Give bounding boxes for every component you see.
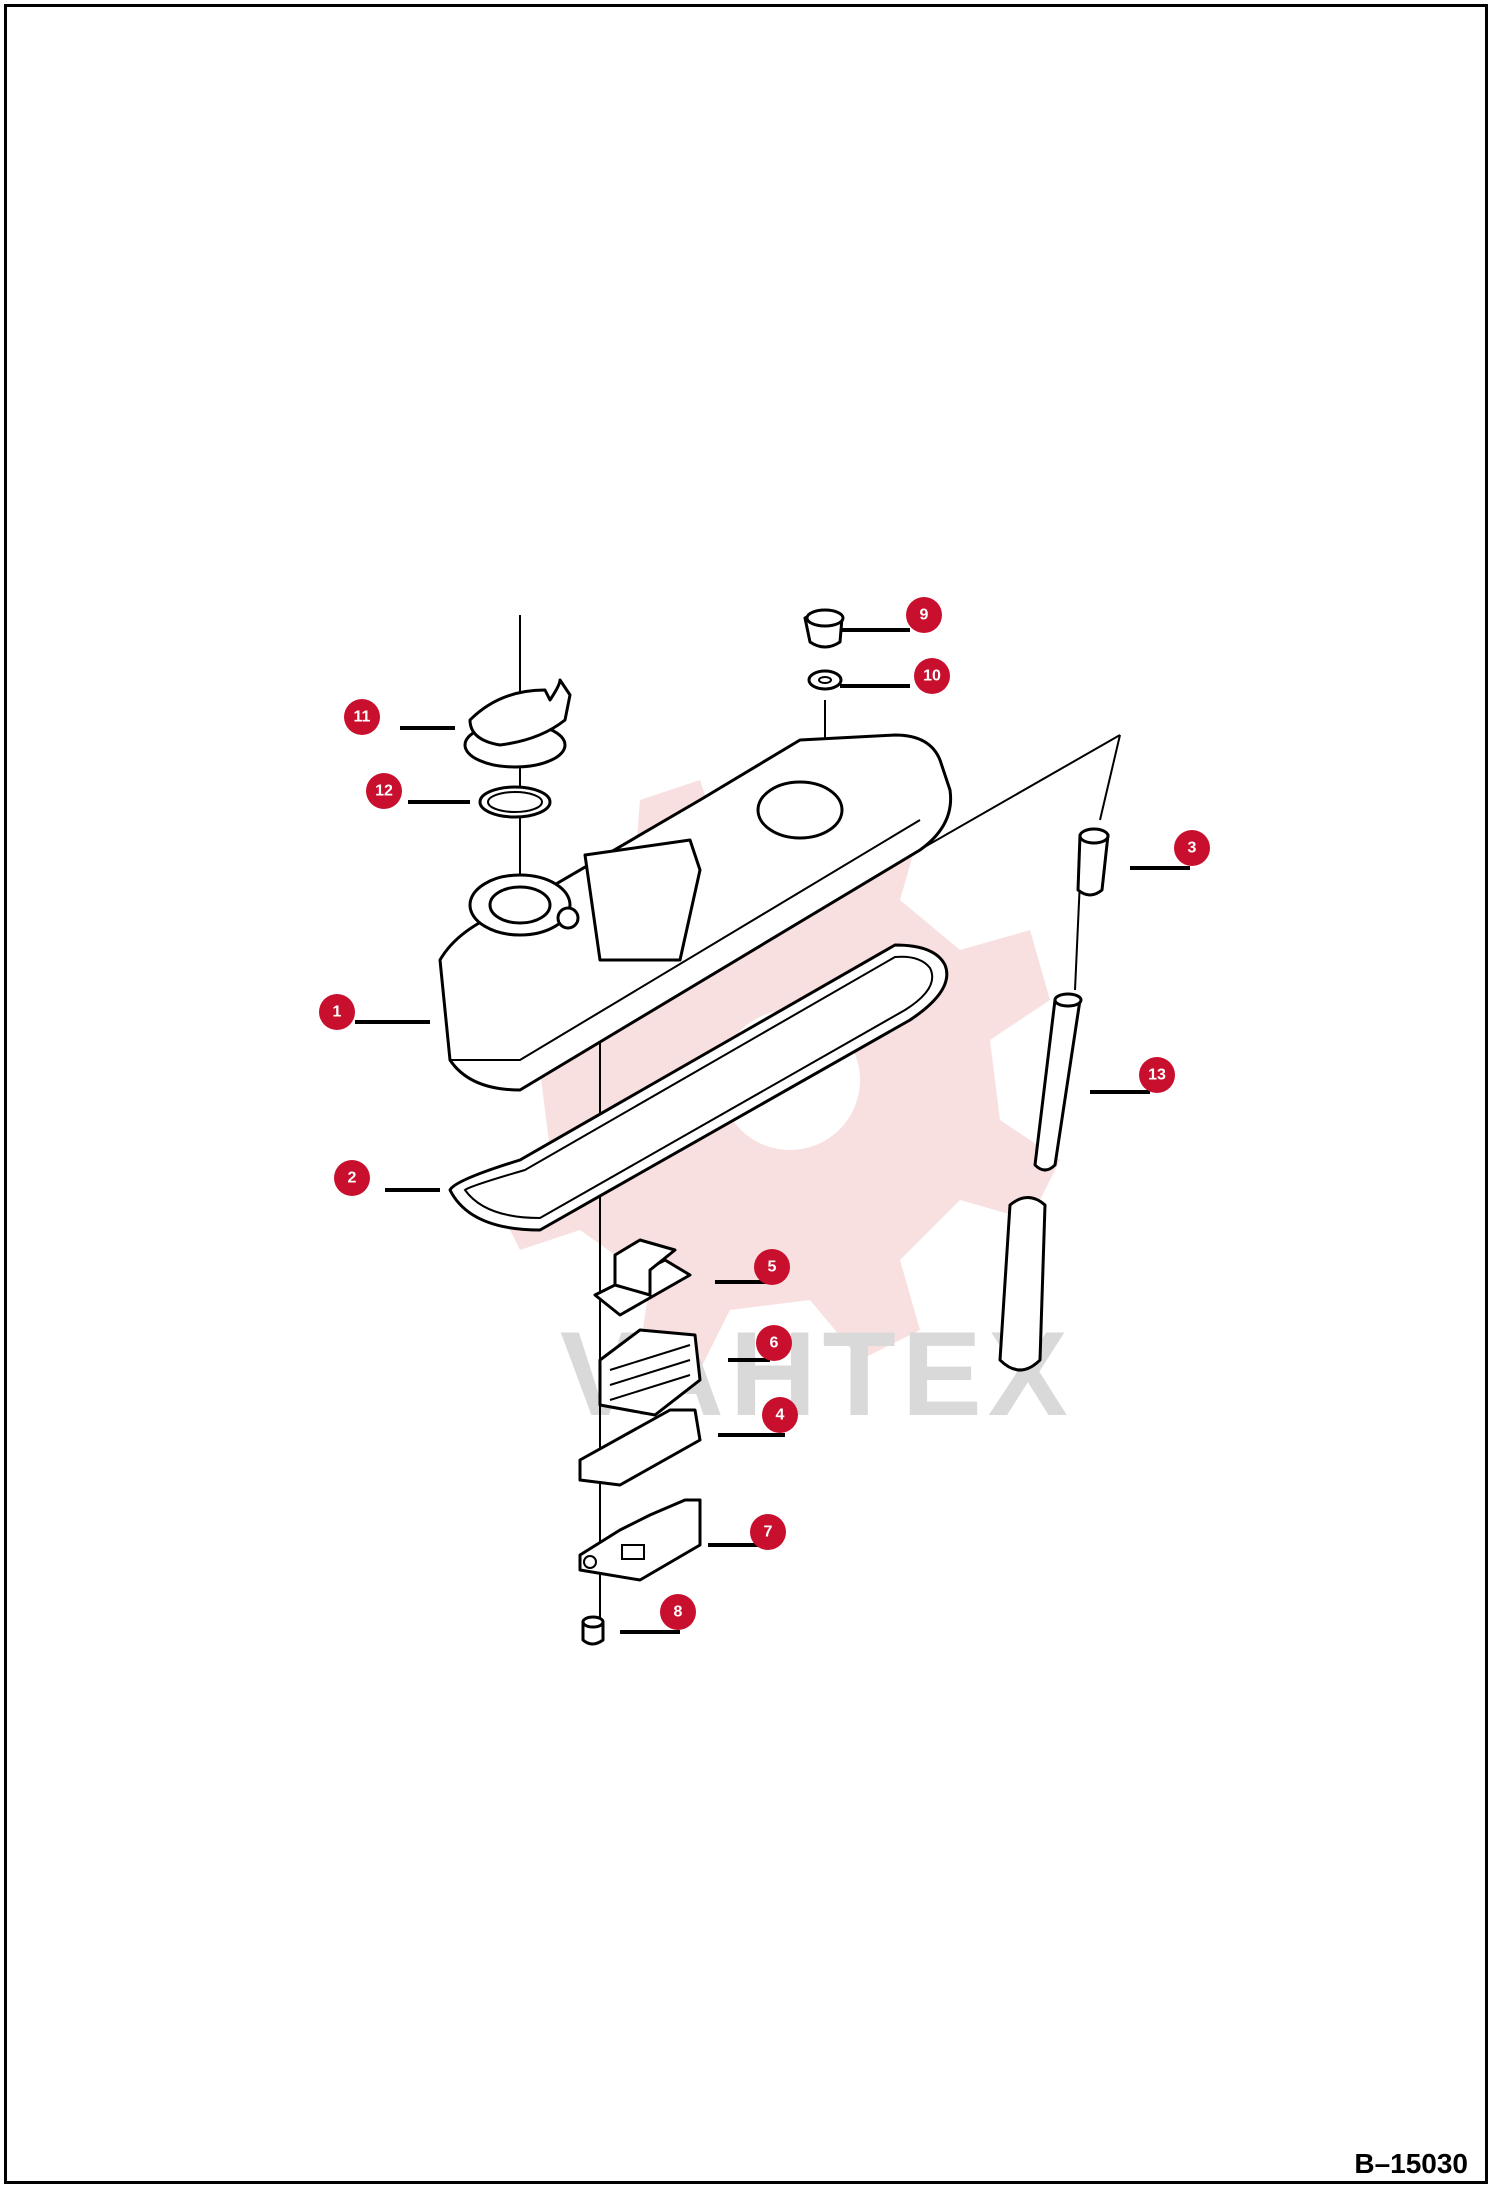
svg-text:3: 3 — [1188, 840, 1197, 857]
callout-7[interactable]: 7 — [750, 1514, 786, 1550]
svg-text:4: 4 — [776, 1407, 785, 1424]
figure-code: B–15030 — [1354, 2148, 1468, 2179]
hose-part[interactable] — [998, 992, 1083, 1372]
callout-1[interactable]: 1 — [319, 994, 355, 1030]
callout-8[interactable]: 8 — [660, 1594, 696, 1630]
drawing-frame — [4, 4, 1488, 2184]
filter-element-part[interactable] — [598, 1328, 702, 1417]
svg-text:13: 13 — [1148, 1067, 1166, 1084]
breather-box-part[interactable] — [593, 1238, 692, 1317]
svg-text:9: 9 — [920, 607, 929, 624]
svg-text:1: 1 — [333, 1004, 342, 1021]
plug-part[interactable] — [803, 608, 845, 649]
callout-6[interactable]: 6 — [756, 1325, 792, 1361]
filler-cap-part[interactable] — [463, 678, 572, 769]
callout-12[interactable]: 12 — [366, 773, 402, 809]
fitting-part[interactable] — [1076, 827, 1110, 897]
callout-10[interactable]: 10 — [914, 658, 950, 694]
leader-lines — [355, 628, 1190, 1634]
svg-text:10: 10 — [923, 668, 941, 685]
bolt-part[interactable] — [581, 1615, 605, 1646]
svg-text:7: 7 — [764, 1524, 773, 1541]
callout-11[interactable]: 11 — [344, 699, 380, 735]
svg-text:5: 5 — [768, 1259, 777, 1276]
valve-cover-part[interactable] — [438, 733, 953, 1092]
svg-text:2: 2 — [348, 1170, 357, 1187]
callout-13[interactable]: 13 — [1139, 1057, 1175, 1093]
baffle-plate-part[interactable] — [578, 1408, 702, 1487]
callout-5[interactable]: 5 — [754, 1249, 790, 1285]
bracket-part[interactable] — [578, 1498, 702, 1582]
callout-4[interactable]: 4 — [762, 1397, 798, 1433]
o-ring-part[interactable] — [478, 785, 552, 819]
svg-text:11: 11 — [354, 709, 371, 726]
gasket-part[interactable] — [448, 943, 949, 1232]
svg-text:12: 12 — [375, 783, 393, 800]
callout-3[interactable]: 3 — [1174, 830, 1210, 866]
svg-text:8: 8 — [674, 1604, 683, 1621]
svg-text:6: 6 — [770, 1335, 779, 1352]
washer-part[interactable] — [807, 669, 843, 691]
callout-2[interactable]: 2 — [334, 1160, 370, 1196]
watermark-gear-icon — [480, 780, 1060, 1370]
callout-9[interactable]: 9 — [906, 597, 942, 633]
